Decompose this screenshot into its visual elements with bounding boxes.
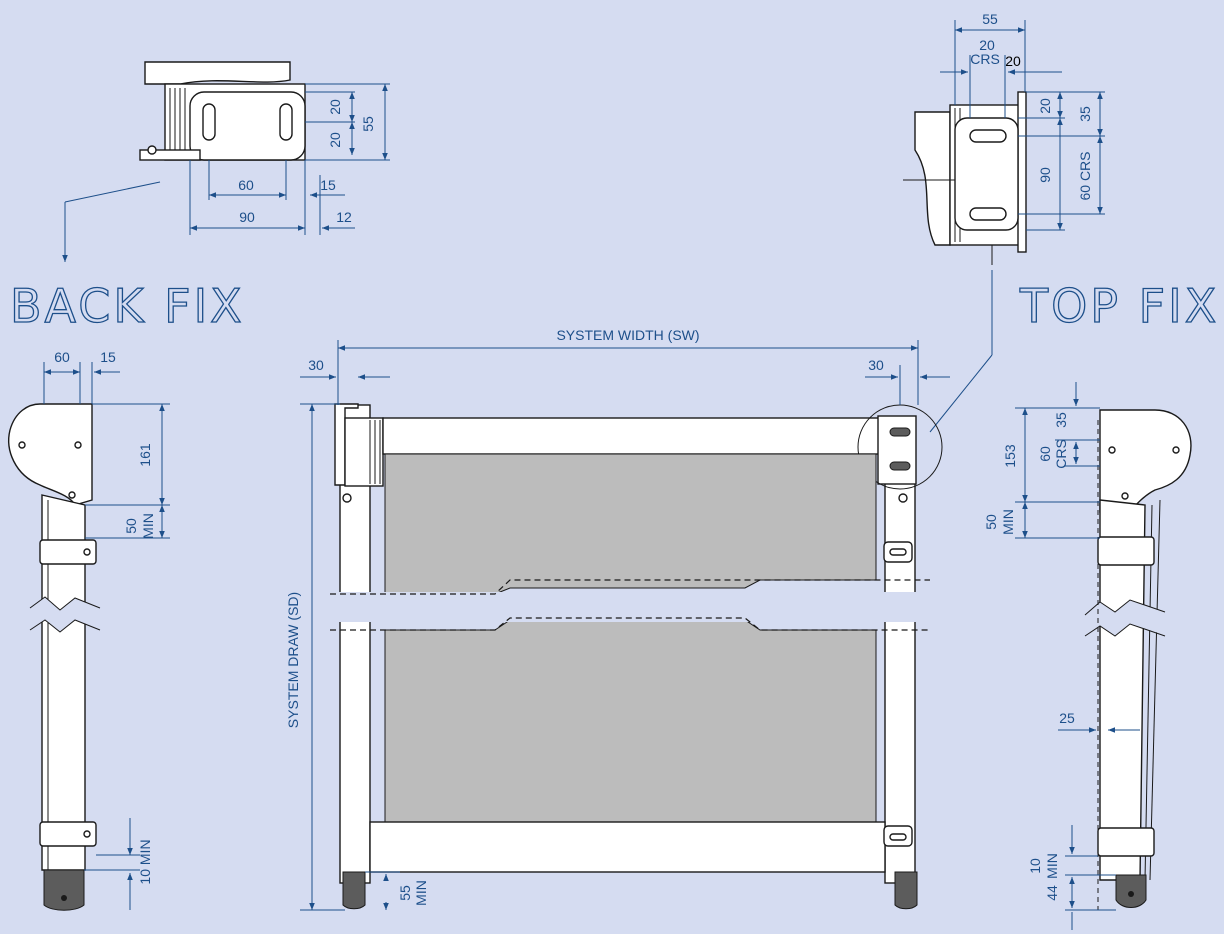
top-fix-dim-20: 20 — [1037, 98, 1053, 114]
back-fix-fabric-tube — [144, 61, 291, 85]
left-side-end-cap — [43, 869, 85, 911]
left-side-bracket — [8, 403, 93, 506]
front-dim-55: 55 — [397, 885, 413, 901]
top-fix-dim-90: 90 — [1037, 167, 1053, 183]
back-fix-dim-90: 90 — [239, 209, 255, 225]
top-fix-slot-bottom — [969, 207, 1007, 221]
top-fix-title: TOP FIX — [1019, 279, 1219, 333]
front-fabric-top — [384, 453, 877, 595]
top-fix-detail: 55 20 CRS 20 20 90 35 60 CRS — [903, 11, 1105, 433]
top-fix-face — [954, 117, 1019, 231]
back-fix-detail: 20 20 55 60 90 15 12 — [62, 61, 390, 262]
back-fix-dim-60: 60 — [238, 177, 254, 193]
top-fix-dim-20b: 20 — [1005, 53, 1021, 69]
front-bottom-bar — [369, 821, 886, 873]
back-fix-dim-12: 12 — [336, 209, 352, 225]
front-motor-end — [344, 417, 384, 487]
front-dim-30-right: 30 — [868, 357, 884, 373]
back-fix-title: BACK FIX — [10, 279, 245, 333]
back-fix-slot-right — [279, 103, 293, 141]
right-side-dim-25: 25 — [1059, 710, 1075, 726]
back-fix-dim-55: 55 — [360, 116, 376, 132]
front-left-bracket — [334, 403, 359, 486]
front-right-bracket — [877, 415, 917, 485]
front-system-width-label: SYSTEM WIDTH (SW) — [556, 327, 699, 343]
top-fix-slot-top — [969, 129, 1007, 143]
front-roller-tube — [382, 417, 884, 455]
back-fix-dim-15: 15 — [320, 177, 336, 193]
right-side-view: 153 60 CRS 35 50 MIN 25 10 MIN 44 — [983, 382, 1192, 930]
top-fix-dim-60-crs: 60 CRS — [1077, 151, 1093, 200]
top-fix-dim-55: 55 — [982, 11, 998, 27]
right-side-dim-35: 35 — [1053, 412, 1069, 428]
top-fix-crs: CRS — [970, 51, 1000, 67]
front-right-rail — [884, 439, 916, 884]
front-view: SYSTEM WIDTH (SW) 30 30 SYSTEM DRAW (SD)… — [285, 327, 950, 911]
left-side-dim-15: 15 — [100, 349, 116, 365]
right-side-bracket — [1099, 409, 1192, 513]
right-side-dim-10: 10 — [1027, 858, 1043, 874]
left-side-view: 60 15 161 50 MIN 10 MIN — [8, 349, 170, 911]
right-side-dim-44: 44 — [1044, 885, 1060, 901]
back-fix-dim-20-top: 20 — [327, 99, 343, 115]
back-fix-base — [139, 149, 201, 161]
back-fix-dim-20-bottom: 20 — [327, 132, 343, 148]
right-side-dim-50: 50 — [983, 514, 999, 530]
front-min: MIN — [413, 880, 429, 906]
front-dim-30-left: 30 — [308, 357, 324, 373]
right-side-min-a: MIN — [1000, 509, 1016, 535]
right-side-crs: CRS — [1053, 439, 1069, 469]
front-system-draw-label: SYSTEM DRAW (SD) — [285, 592, 301, 728]
front-fabric-bottom — [384, 619, 877, 823]
top-fix-fabric-tube — [914, 111, 951, 246]
left-side-min: MIN — [140, 513, 156, 539]
top-fix-dim-20a: 20 — [979, 37, 995, 53]
left-side-dim-60: 60 — [54, 349, 70, 365]
right-side-dim-153: 153 — [1002, 444, 1018, 468]
left-side-dim-50: 50 — [123, 518, 139, 534]
back-fix-slot-left — [202, 103, 216, 141]
top-fix-plate — [1017, 91, 1027, 253]
top-fix-dim-35: 35 — [1077, 106, 1093, 122]
back-fix-plate — [189, 91, 306, 161]
right-side-min-b: MIN — [1044, 853, 1060, 879]
right-side-dim-60: 60 — [1037, 446, 1053, 462]
left-side-dim-161: 161 — [137, 443, 153, 467]
left-side-dim-10-min: 10 MIN — [137, 839, 153, 884]
